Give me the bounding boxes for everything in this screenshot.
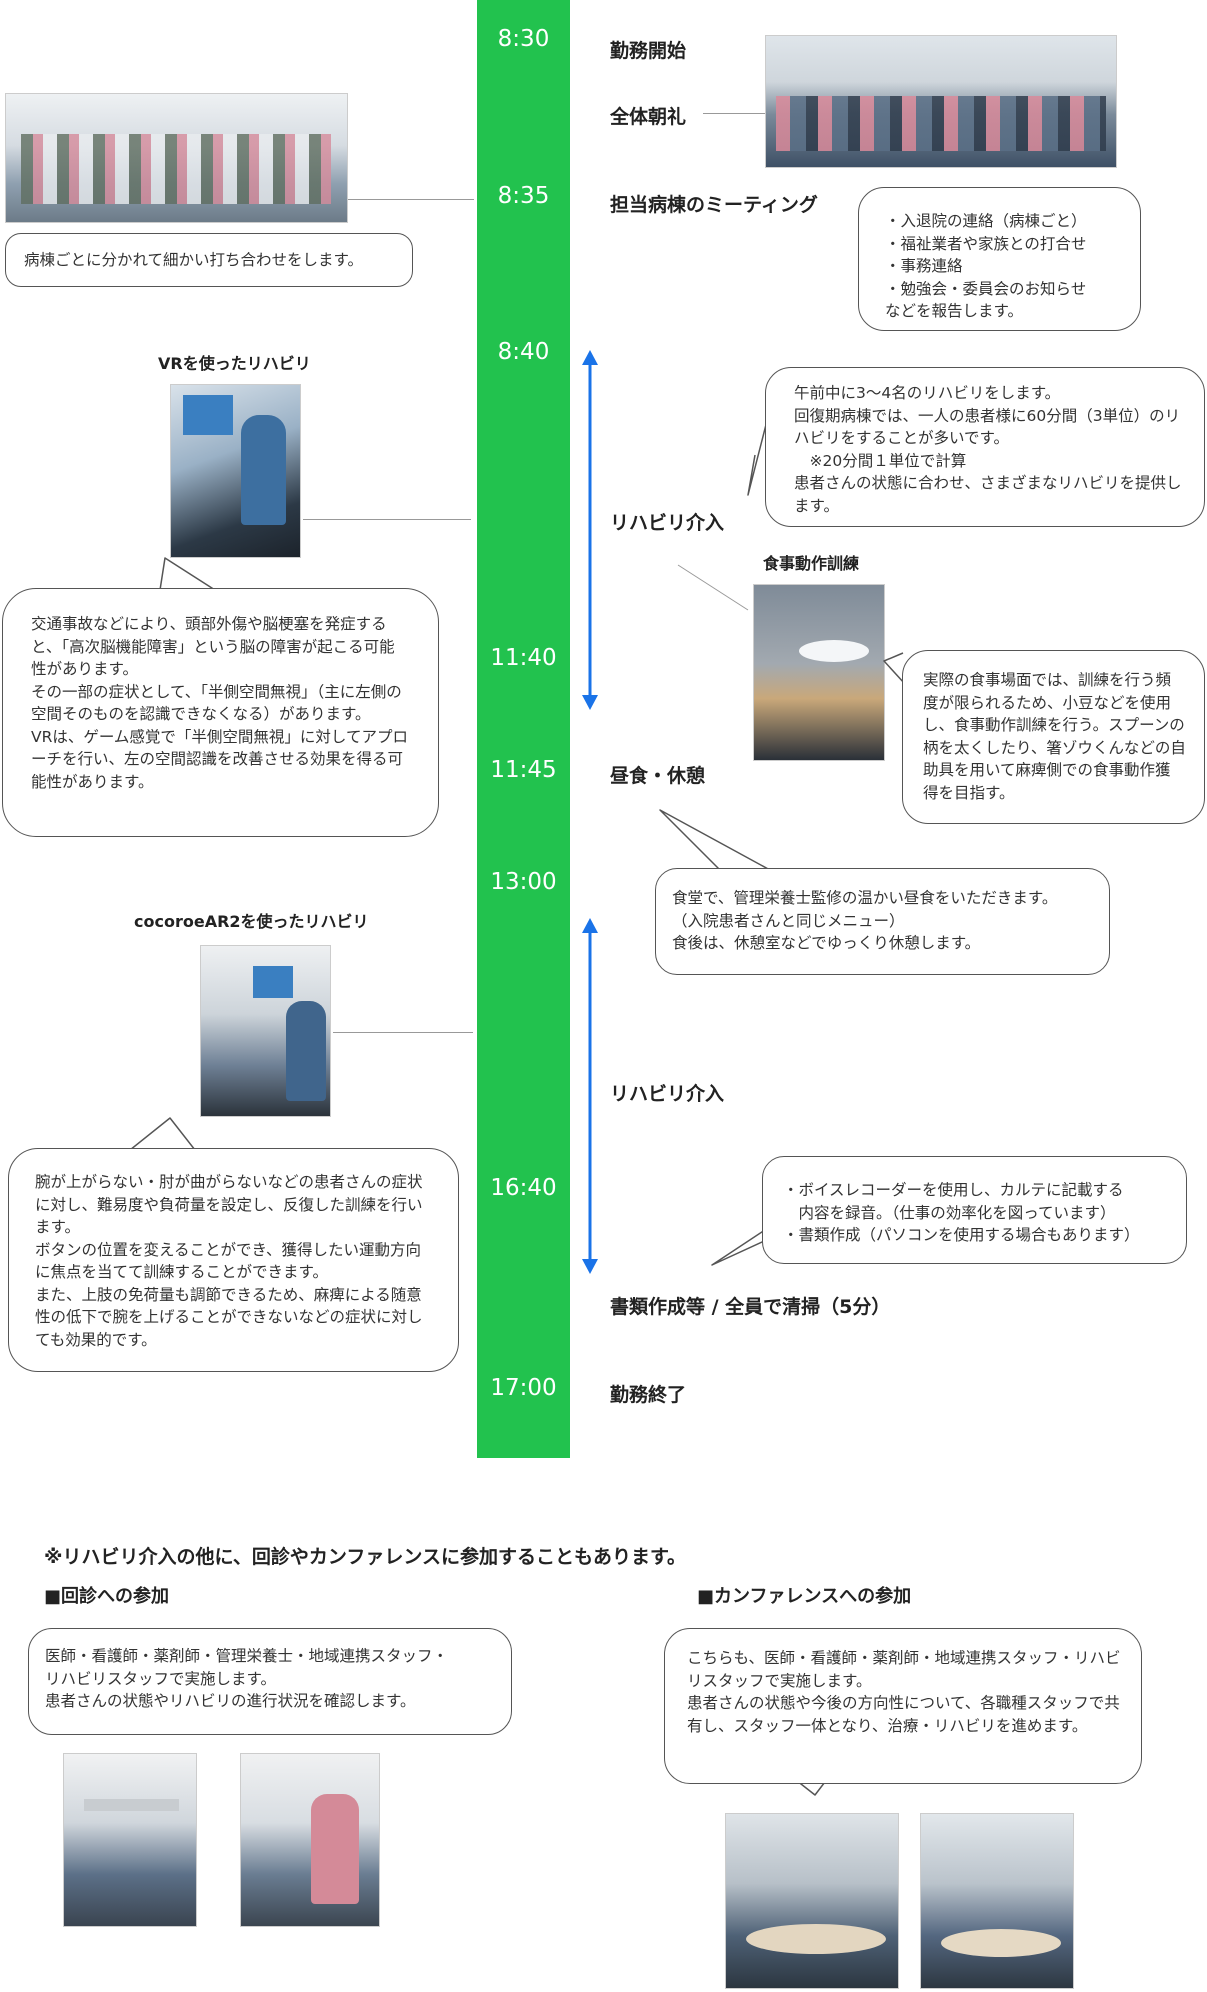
time-label: 8:40	[497, 339, 550, 365]
time-label: 16:40	[490, 1175, 557, 1201]
cocoroe-rehab-photo	[200, 945, 331, 1117]
rounds-photo-2	[240, 1753, 380, 1927]
ward-split-note: 病棟ごとに分かれて細かい打ち合わせをします。	[5, 233, 413, 287]
time-label: 11:40	[490, 645, 557, 671]
cocoroe-caption: cocoroeAR2を使ったリハビリ	[134, 912, 369, 931]
rounds-title: ■回診への参加	[44, 1586, 170, 1607]
event-rehab-pm: リハビリ介入	[610, 1083, 725, 1105]
meal-training-note: 実際の食事場面では、訓練を行う頻度が限られるため、小豆などを使用し、食事動作訓練…	[902, 650, 1205, 824]
event-end: 勤務終了	[610, 1384, 687, 1406]
bottom-note: ※リハビリ介入の他に、回診やカンファレンスに参加することもあります。	[44, 1546, 687, 1568]
rounds-photo-1	[63, 1753, 197, 1927]
rehab-morning-note: 午前中に3〜4名のリハビリをします。 回復期病棟では、一人の患者様に60分間（3…	[765, 367, 1205, 527]
conference-photo-2	[920, 1813, 1074, 1989]
event-ward-meeting: 担当病棟のミーティング	[610, 194, 818, 216]
time-label: 13:00	[490, 869, 557, 895]
conference-photo-1	[725, 1813, 899, 1989]
connector-line	[703, 113, 765, 114]
ward-meeting-note: ・入退院の連絡（病棟ごと） ・福祉業者や家族との打合せ ・事務連絡 ・勉強会・委…	[858, 187, 1141, 331]
event-rehab-am: リハビリ介入	[610, 512, 725, 534]
documents-note: ・ボイスレコーダーを使用し、カルテに記載する 内容を録音。（仕事の効率化を図って…	[762, 1156, 1187, 1264]
time-label: 11:45	[490, 757, 557, 783]
timeline-bar	[477, 0, 570, 1458]
time-label: 8:35	[497, 183, 550, 209]
vr-caption: VRを使ったリハビリ	[158, 354, 311, 373]
event-assembly: 全体朝礼	[610, 106, 687, 128]
morning-assembly-photo	[765, 35, 1117, 168]
meal-training-photo	[753, 584, 885, 761]
time-label: 8:30	[497, 26, 550, 52]
time-label: 17:00	[490, 1375, 557, 1401]
connector-line	[348, 199, 474, 200]
vr-rehab-photo	[170, 384, 301, 558]
conference-note: こちらも、医師・看護師・薬剤師・地域連携スタッフ・リハビリスタッフで実施します。…	[664, 1628, 1142, 1784]
conference-title: ■カンファレンスへの参加	[697, 1586, 912, 1607]
rounds-note: 医師・看護師・薬剤師・管理栄養士・地域連携スタッフ・ リハビリスタッフで実施しま…	[28, 1628, 512, 1735]
event-start: 勤務開始	[610, 40, 687, 62]
event-documents: 書類作成等 / 全員で清掃（5分）	[610, 1296, 891, 1318]
ward-meeting-photo	[5, 93, 348, 223]
event-lunch: 昼食・休憩	[610, 765, 706, 787]
connector-line	[333, 1032, 473, 1033]
meal-caption: 食事動作訓練	[763, 554, 860, 573]
cocoroe-note: 腕が上がらない・肘が曲がらないなどの患者さんの症状に対し、難易度や負荷量を設定し…	[8, 1148, 459, 1372]
vr-note: 交通事故などにより、頭部外傷や脳梗塞を発症すると、「高次脳機能障害」という脳の障…	[2, 588, 439, 837]
lunch-note: 食堂で、管理栄養士監修の温かい昼食をいただきます。 （入院患者さんと同じメニュー…	[655, 868, 1110, 975]
connector-line	[303, 519, 471, 520]
